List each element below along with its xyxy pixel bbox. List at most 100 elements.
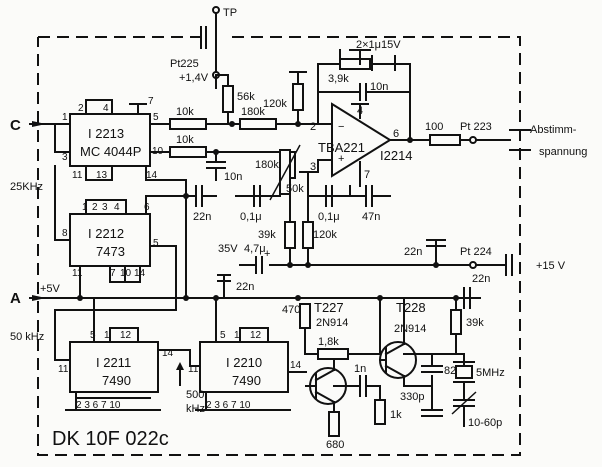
pin-label: 14 — [162, 348, 174, 359]
pin-label: 2 — [92, 202, 98, 213]
plus5v-label: +5V — [40, 283, 61, 295]
plus-sign: + — [264, 248, 270, 260]
pin-label: 12 — [120, 330, 132, 341]
pin-label: 8 — [62, 228, 68, 239]
ic-i2211-body — [69, 341, 159, 393]
resistor-1k — [374, 399, 386, 425]
resistor-180k-series — [239, 118, 277, 130]
pin-label: 3 — [310, 161, 316, 173]
pin-label: 7 — [148, 96, 154, 107]
ic-i2210: I 2210 7490 5 1 12 11 14 2 3 6 7 10 500 … — [176, 297, 307, 415]
supply-15v: Pt 224 +15 V 22n 35V 4,7μ + — [218, 239, 566, 276]
pin-label: 7 — [364, 169, 370, 181]
r120k-top-label: 120k — [263, 98, 287, 110]
ic-i2211-label: I 2211 — [96, 355, 131, 370]
abstimm-label-2: spannung — [539, 146, 587, 158]
pin-label: 1 — [234, 330, 240, 341]
khz500-label-a: 500 — [186, 389, 204, 401]
ic-i2212-type: 7473 — [96, 244, 125, 259]
resistor-470 — [299, 303, 311, 329]
pin-label: 6 — [393, 128, 399, 140]
tp-terminal — [212, 6, 220, 14]
terminal-c-label: C — [10, 117, 21, 134]
resistor-56k — [222, 85, 234, 113]
ic-i2213-type: MC 4044P — [80, 144, 141, 159]
r100-label: 100 — [425, 121, 443, 133]
tp-feedthrough: TP Pt225 +1,4V — [170, 6, 237, 84]
oscillator: 470 T227 2N914 1,8k 680 1n T228 2N914 — [282, 297, 505, 451]
c10n-low-label: 10n — [224, 171, 242, 183]
pin-label: 3 — [62, 152, 68, 163]
shield-boundary — [37, 36, 521, 456]
pin-label: 4 — [103, 103, 109, 114]
pin-label: 14 — [290, 360, 302, 371]
resistor-120k-top — [292, 83, 304, 111]
pin-label: 2 3 6 7 10 — [206, 400, 251, 411]
ic-i2213: I 2213 MC 4044P 2 4 7 1 3 5 10 11 13 14 — [62, 96, 164, 181]
ic-i2212-label: I 2212 — [88, 226, 124, 241]
crystal-5mhz — [455, 365, 473, 379]
tp-label: TP — [223, 7, 237, 19]
r1k8-label: 1,8k — [318, 336, 339, 348]
pin-label: 4 — [114, 202, 120, 213]
pin-label: 1 — [104, 330, 110, 341]
pin-label: 2 — [310, 121, 316, 133]
c22n-4-label: 22n — [472, 273, 490, 285]
opamp-minus: − — [338, 121, 344, 133]
ic-i2211-type: 7490 — [102, 373, 131, 388]
pin-label: 1 — [62, 112, 68, 123]
c4u7-label: 4,7μ — [244, 243, 266, 255]
resistor-3k9 — [339, 58, 371, 70]
khz50-label: 50 kHz — [10, 331, 44, 343]
pin-label: 11 — [72, 268, 83, 279]
abstimm-label-1: Abstimm- — [530, 124, 577, 136]
opamp-triangle — [331, 102, 392, 178]
crystal-label: 5MHz — [476, 367, 505, 379]
t228-type: 2N914 — [394, 323, 426, 335]
r10k-upper-label: 10k — [176, 106, 194, 118]
ic-i2210-type: 7490 — [232, 373, 261, 388]
khz500-label-b: kHz — [186, 403, 205, 415]
pin-label: 2 3 6 7 10 — [76, 400, 121, 411]
pin-label: 11 — [188, 364, 199, 375]
opamp-designator: I2214 — [380, 148, 413, 163]
pin-label: 5 — [153, 112, 159, 123]
ic-i2212-body — [69, 213, 151, 267]
pin-label: 11 — [58, 364, 69, 375]
tuning-output: 100 Pt 223 Abstimm- spannung — [425, 121, 587, 158]
pot50k-label: 50k — [286, 183, 304, 195]
resistor-680 — [328, 411, 340, 437]
t227-label: T227 — [314, 300, 344, 315]
pt225-label: Pt225 — [170, 58, 199, 70]
ic-i2210-label: I 2210 — [226, 355, 262, 370]
r39k-right-label: 39k — [466, 317, 484, 329]
input-c: C — [10, 117, 71, 153]
opamp-plus: + — [338, 153, 344, 165]
pin-label: 12 — [250, 330, 262, 341]
resistor-120k-mid — [302, 221, 314, 249]
resistor-39k-mid — [284, 221, 296, 249]
c330p-label: 330p — [400, 391, 424, 403]
c10n-fb-label: 10n — [370, 81, 388, 93]
resistor-100 — [429, 134, 461, 146]
divider-25khz: 25KHz — [10, 165, 71, 241]
c01u-1-label: 0,1μ — [240, 211, 262, 223]
r1k-label: 1k — [390, 409, 402, 421]
ic-i2211: I 2211 7490 5 1 12 11 14 2 3 6 7 10 50 k… — [10, 297, 191, 411]
r180k-series-label: 180k — [241, 106, 265, 118]
c01u-2-label: 0,1μ — [318, 211, 340, 223]
pin-label: 14 — [146, 170, 158, 181]
resistor-39k-right — [450, 309, 462, 335]
pt223-label: Pt 223 — [460, 121, 492, 133]
c22n-1-label: 22n — [404, 246, 422, 258]
r120k-mid-label: 120k — [313, 229, 337, 241]
pin-label: 11 — [72, 170, 83, 181]
pt224-label: Pt 224 — [460, 246, 492, 258]
ic-i2212: I 2212 7473 1 2 3 4 6 8 5 11 7 10 14 22n — [54, 165, 217, 361]
c1n-label: 1n — [354, 363, 366, 375]
resistor-1k8 — [317, 348, 349, 360]
r10k-lower-label: 10k — [176, 134, 194, 146]
filter-caps: 0,1μ 0,1μ 47n — [235, 185, 391, 223]
trim-cap-label: 10-60p — [468, 417, 502, 429]
